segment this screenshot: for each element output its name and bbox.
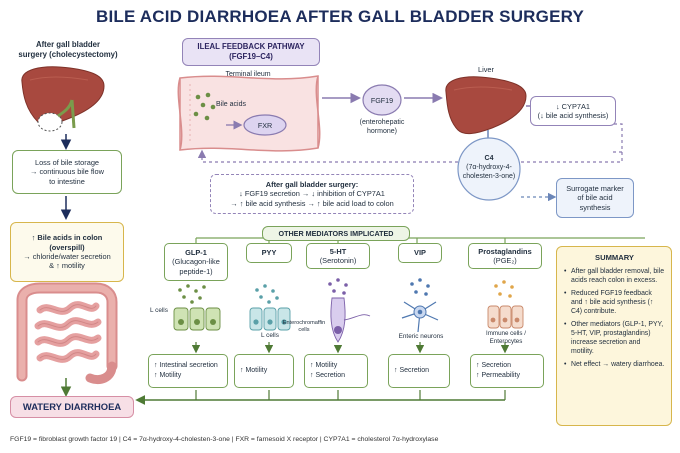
bile-acids-label: Bile acids — [216, 101, 246, 108]
surrogate-marker-box: Surrogate marker of bile acid synthesis — [556, 178, 634, 218]
serotonin-cell-label: Enterochromaffin cells — [282, 320, 326, 333]
c4-label: C4 (7α-hydroxy-4- cholesten-3-one) — [462, 155, 516, 180]
summary-title: SUMMARY — [595, 253, 634, 262]
ileal-feedback-pathway-header: ILEAL FEEDBACK PATHWAY (FGF19–C4) — [182, 38, 320, 66]
terminal-ileum-label: Terminal ileum — [225, 71, 271, 78]
vip-effects-box: ↑ Secretion — [388, 354, 450, 388]
pyy-cell-label: L cells — [261, 332, 279, 339]
fxr-label: FXR — [257, 121, 273, 130]
watery-diarrhoea-box: WATERY DIARRHOEA — [10, 396, 134, 418]
glp1-cell-label: L cells — [150, 307, 168, 314]
glp1-l-cells-icon — [173, 284, 221, 331]
c4-marker-circle — [457, 137, 521, 201]
fgf19-subtitle: (enterohepatic hormone) — [359, 119, 405, 135]
immune-enterocyte-cells-icon — [487, 280, 524, 329]
left-heading: After gall bladder surgery (cholecystect… — [18, 40, 118, 59]
other-mediators-header: OTHER MEDIATORS IMPLICATED — [262, 226, 410, 241]
pyy-header: PYY — [246, 243, 292, 263]
fgf19-hormone-icon — [362, 84, 402, 116]
loss-of-bile-storage-box: Loss of bile storage → continuous bile f… — [12, 150, 122, 194]
pyy-l-cells-icon — [249, 284, 291, 331]
prostaglandins-effects-box: ↑ Secretion ↑ Permeability — [470, 354, 544, 388]
summary-item: Reduced FGF19 feedback and ↑ bile acid s… — [564, 290, 665, 317]
summary-item: Other mediators (GLP-1, PYY, 5-HT, VIP, … — [564, 321, 665, 357]
vip-header: VIP — [398, 243, 442, 263]
pyy-effects-box: ↑ Motility — [234, 354, 294, 388]
abbreviations-footer: FGF19 = fibroblast growth factor 19 | C4… — [10, 436, 439, 443]
cyp7a1-box: ↓ CYP7A1 (↓ bile acid synthesis) — [530, 96, 616, 126]
glp1-effects-box: ↑ Intestinal secretion ↑ Motility — [148, 354, 228, 388]
fgf19-label: FGF19 — [370, 96, 394, 105]
liver-right-icon — [445, 76, 527, 135]
serotonin-header: 5-HT (Serotonin) — [306, 243, 370, 269]
summary-item: After gall bladder removal, bile acids r… — [564, 268, 665, 286]
after-surgery-box: After gall bladder surgery: ↓ FGF19 secr… — [210, 174, 414, 214]
terminal-ileum-icon — [177, 75, 321, 152]
liver-label: Liver — [477, 65, 495, 74]
bile-acids-colon-box: ↑ Bile acids in colon (overspill) → chlo… — [10, 222, 124, 282]
enterochromaffin-cell-icon — [328, 278, 371, 343]
bile-acid-dots — [193, 92, 216, 121]
summary-panel: SUMMARY After gall bladder removal, bile… — [556, 246, 672, 426]
removed-gallbladder-icon — [37, 112, 63, 132]
liver-left-icon — [21, 66, 105, 132]
fxr-receptor-icon — [243, 114, 287, 136]
summary-item: Net effect → watery diarrhoea. — [564, 361, 665, 370]
serotonin-effects-box: ↑ Motility ↑ Secretion — [304, 354, 368, 388]
page-title: BILE ACID DIARRHOEA AFTER GALL BLADDER S… — [95, 7, 585, 26]
vip-cell-label: Enteric neurons — [398, 333, 444, 340]
glp1-header: GLP-1 (Glucagon-like peptide-1) — [164, 243, 228, 281]
prostaglandins-header: Prostaglandins (PGE₂) — [468, 243, 542, 269]
enteric-neuron-icon — [401, 278, 439, 333]
prostaglandins-cell-label: Immune cells / Enterocytes — [486, 330, 526, 345]
intestine-icon — [16, 282, 118, 384]
